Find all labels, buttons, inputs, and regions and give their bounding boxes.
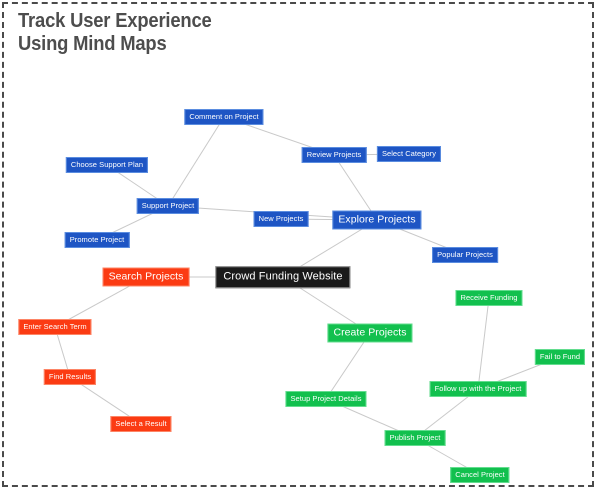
mindmap-node-choose-plan[interactable]: Choose Support Plan [65,157,149,173]
mindmap-node-setup-details[interactable]: Setup Project Details [285,391,367,407]
mindmap-node-find-results[interactable]: Find Results [43,369,97,385]
mindmap-node-select-cat[interactable]: Select Category [376,146,442,162]
mindmap-node-receive[interactable]: Receive Funding [455,290,523,306]
mindmap-node-comment[interactable]: Comment on Project [184,109,264,125]
mindmap-node-select-result[interactable]: Select a Result [110,416,172,432]
mindmap-node-publish[interactable]: Publish Project [384,430,446,446]
mindmap-node-popular[interactable]: Popular Projects [432,247,498,263]
mindmap-node-support[interactable]: Support Project [136,198,200,214]
page-title: Track User Experience Using Mind Maps [18,10,212,56]
mindmap-node-create[interactable]: Create Projects [327,323,413,343]
mindmap-node-promote[interactable]: Promote Project [64,232,130,248]
mindmap-node-review[interactable]: Review Projects [301,147,367,163]
title-line-2: Using Mind Maps [18,33,167,55]
mindmap-node-cancel[interactable]: Cancel Project [450,467,510,483]
mindmap-node-fail[interactable]: Fail to Fund [534,349,586,365]
title-line-1: Track User Experience [18,10,212,32]
mindmap-node-new-projects[interactable]: New Projects [253,211,309,227]
mindmap-node-search[interactable]: Search Projects [102,267,190,287]
mindmap-node-enter-term[interactable]: Enter Search Term [18,319,92,335]
mindmap-node-root[interactable]: Crowd Funding Website [215,266,351,288]
mindmap-node-explore[interactable]: Explore Projects [332,210,422,230]
mindmap-node-follow-up[interactable]: Follow up with the Project [429,381,527,397]
